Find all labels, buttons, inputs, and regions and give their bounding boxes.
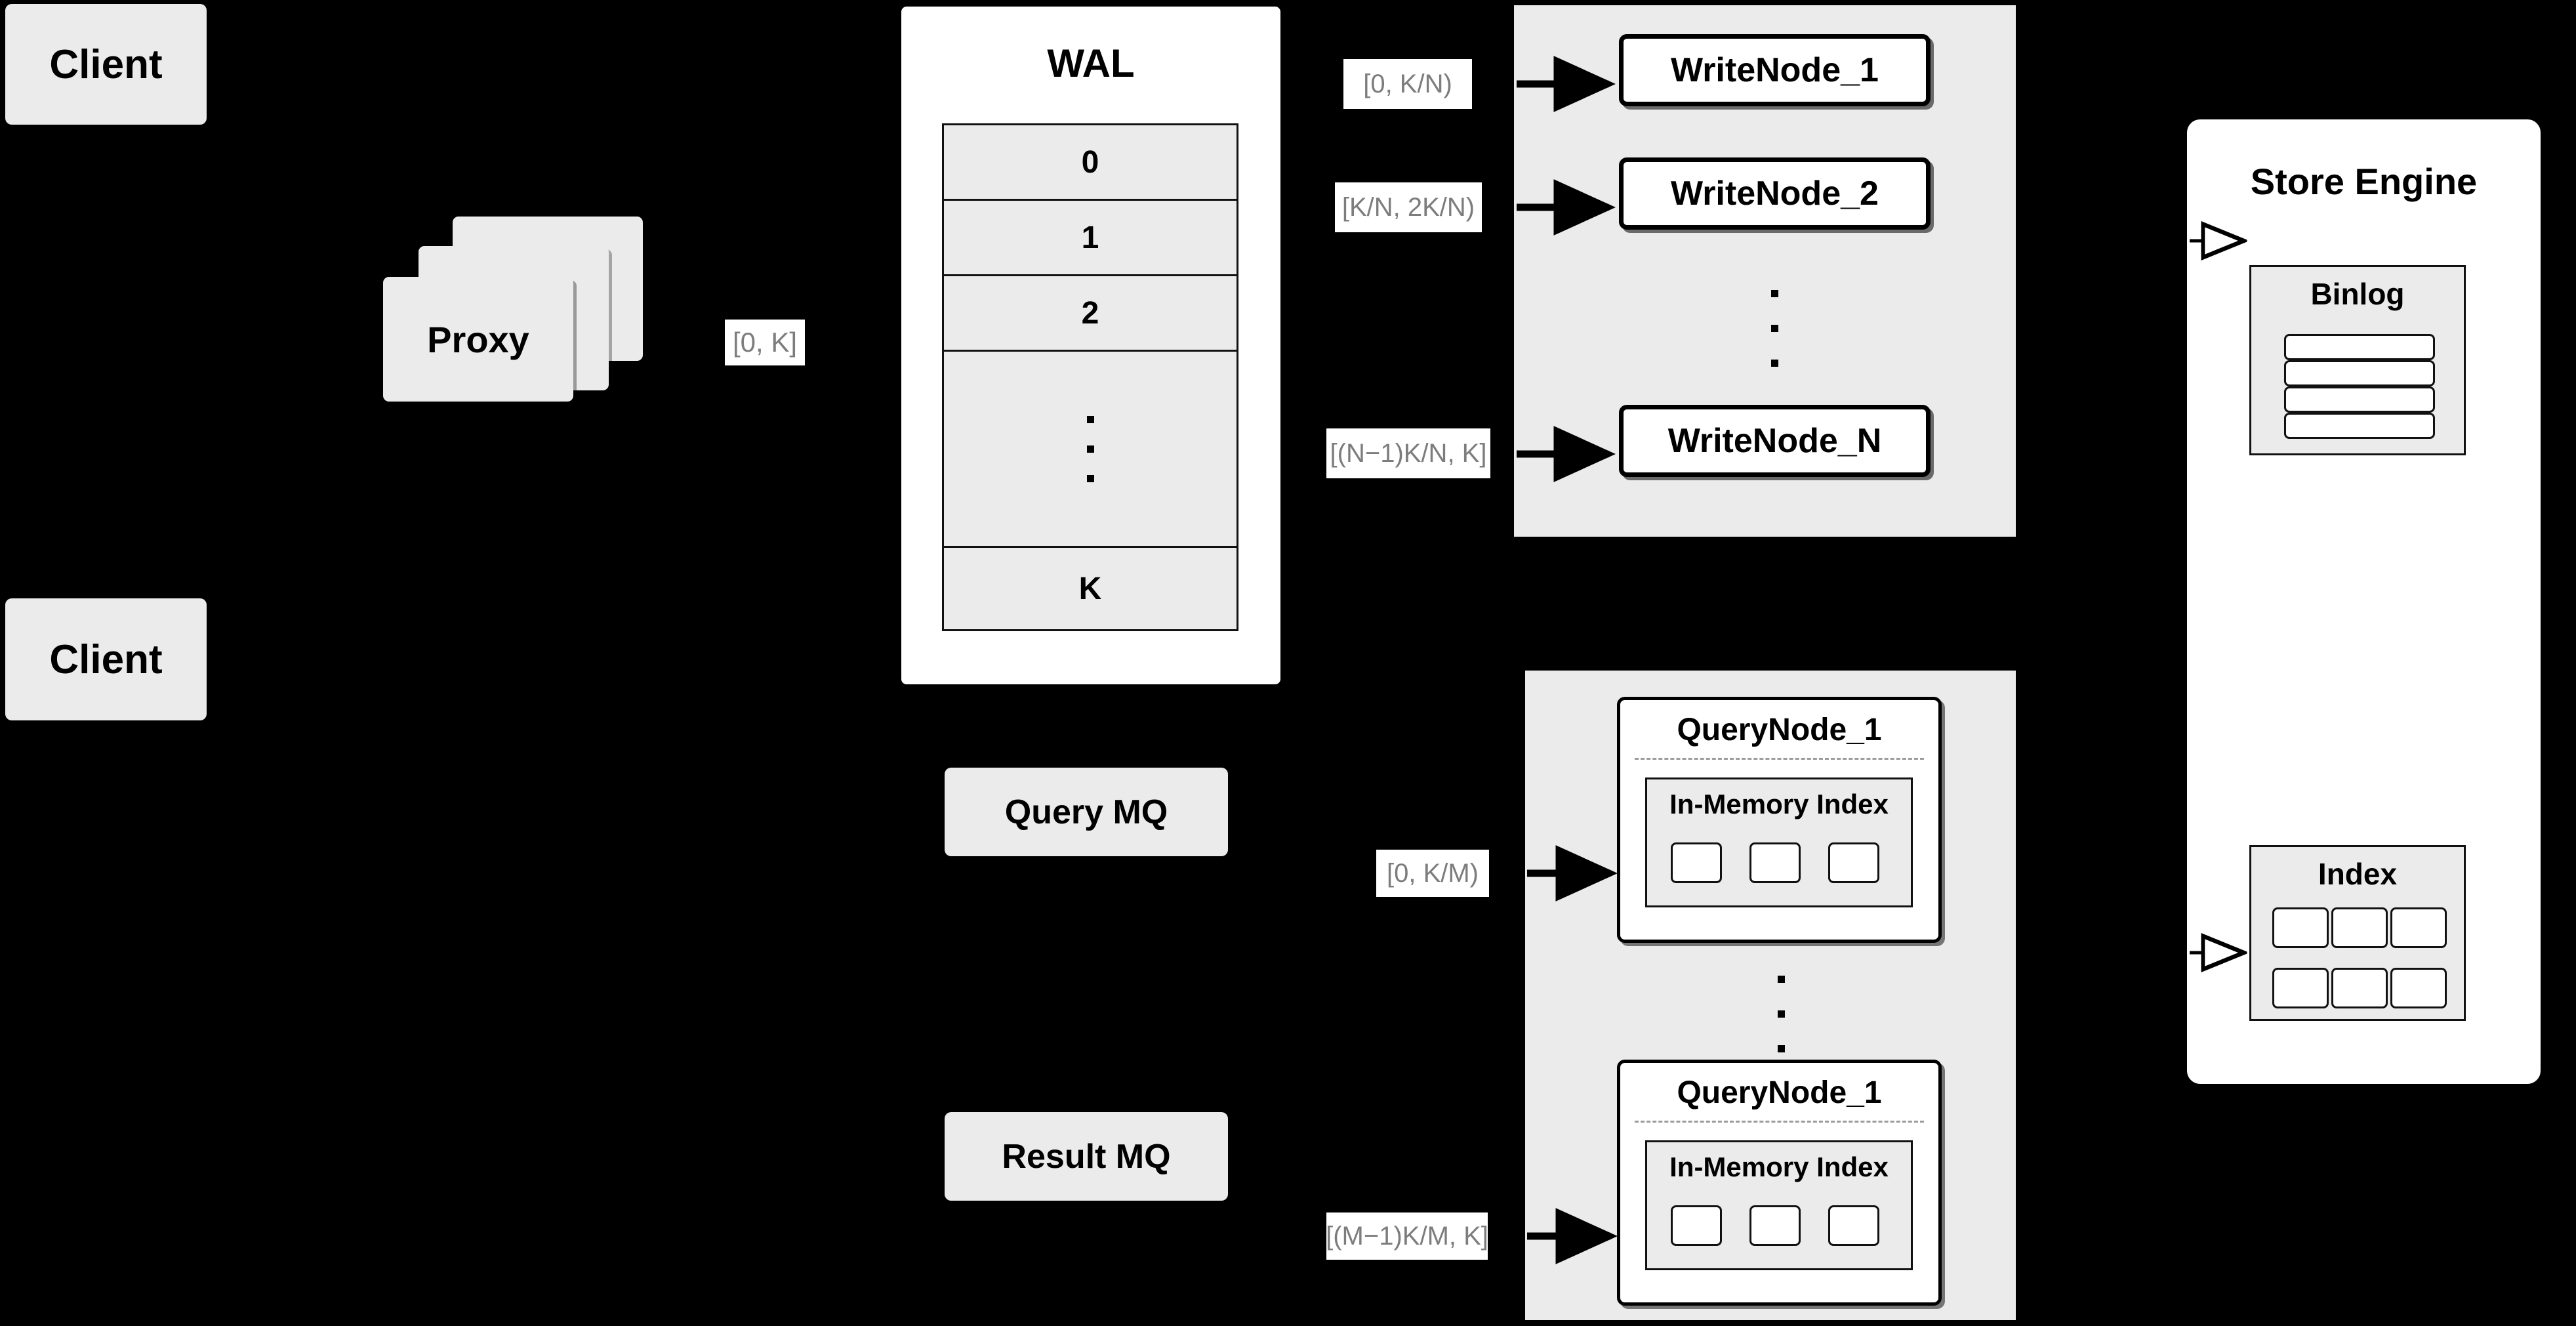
- wal-row-2[interactable]: 2: [944, 276, 1237, 352]
- in-memory-index-box: In-Memory Index: [1645, 777, 1913, 907]
- index-slot[interactable]: [2331, 968, 2388, 1008]
- wal-row-1[interactable]: 1: [944, 201, 1237, 276]
- query-node-label: QueryNode_1: [1677, 713, 1882, 747]
- write-range-label-n: [(N−1)K/N, K]: [1326, 428, 1490, 478]
- index-slot[interactable]: [1749, 842, 1801, 883]
- query-node-divider: [1635, 758, 1924, 760]
- client-box-2[interactable]: Client: [5, 598, 207, 720]
- in-memory-index-box: In-Memory Index: [1645, 1140, 1913, 1270]
- query-node-1[interactable]: QueryNode_1 In-Memory Index: [1617, 697, 1942, 943]
- wal-panel: WAL 0 1 2 K: [897, 3, 1284, 688]
- index-slot[interactable]: [1828, 842, 1879, 883]
- client-label: Client: [49, 636, 163, 682]
- write-node-label: WriteNode_1: [1671, 51, 1879, 89]
- wal-title: WAL: [1047, 41, 1135, 85]
- ellipsis-dot: [1086, 445, 1094, 453]
- index-slot[interactable]: [1671, 1205, 1722, 1246]
- query-mq-label: Query MQ: [1004, 793, 1168, 831]
- write-node-n[interactable]: WriteNode_N: [1619, 405, 1931, 477]
- query-node-m[interactable]: QueryNode_1 In-Memory Index: [1617, 1060, 1942, 1306]
- wal-row-k[interactable]: K: [944, 548, 1237, 629]
- query-node-divider: [1635, 1121, 1924, 1123]
- binlog-row[interactable]: [2284, 334, 2435, 360]
- proxy-range-label: [0, K]: [725, 320, 805, 365]
- query-node-label: QueryNode_1: [1677, 1075, 1882, 1110]
- ellipsis-dot: [1770, 359, 1778, 367]
- wal-row-0[interactable]: 0: [944, 125, 1237, 201]
- result-mq-box[interactable]: Result MQ: [945, 1112, 1228, 1201]
- proxy-card-front[interactable]: Proxy: [383, 277, 573, 402]
- proxy-label: Proxy: [427, 318, 529, 360]
- index-slot[interactable]: [2390, 907, 2447, 948]
- query-range-label-1: [0, K/M): [1376, 850, 1489, 897]
- wal-segment-table: 0 1 2 K: [942, 123, 1238, 631]
- store-engine-title: Store Engine: [2250, 161, 2478, 202]
- binlog-title: Binlog: [2310, 277, 2405, 311]
- write-node-label: WriteNode_N: [1667, 422, 1882, 460]
- ellipsis-dot: [1086, 474, 1094, 482]
- write-range-label-2: [K/N, 2K/N): [1335, 182, 1482, 232]
- ellipsis-dot: [1777, 1010, 1785, 1018]
- write-node-1[interactable]: WriteNode_1: [1619, 34, 1931, 106]
- proxy-stack[interactable]: Proxy: [380, 217, 669, 426]
- write-range-label-1: [0, K/N): [1343, 59, 1472, 109]
- result-mq-label: Result MQ: [1002, 1137, 1171, 1176]
- ellipsis-dot: [1777, 1045, 1785, 1052]
- index-slot[interactable]: [2331, 907, 2388, 948]
- index-box: Index: [2249, 845, 2466, 1021]
- binlog-row[interactable]: [2284, 386, 2435, 413]
- index-slot[interactable]: [1749, 1205, 1801, 1246]
- store-engine-panel: Store Engine Binlog Index: [2184, 117, 2543, 1087]
- ellipsis-dot: [1777, 975, 1785, 983]
- client-box-1[interactable]: Client: [5, 4, 207, 125]
- in-memory-index-title: In-Memory Index: [1669, 789, 1889, 819]
- query-mq-box[interactable]: Query MQ: [945, 768, 1228, 856]
- in-memory-index-title: In-Memory Index: [1669, 1151, 1889, 1182]
- write-cluster-ellipsis: [1758, 269, 1791, 387]
- client-label: Client: [49, 41, 163, 87]
- binlog-box: Binlog: [2249, 265, 2466, 455]
- ellipsis-dot: [1086, 415, 1094, 423]
- index-slot[interactable]: [2272, 907, 2329, 948]
- write-node-label: WriteNode_2: [1671, 175, 1879, 213]
- ellipsis-dot: [1770, 289, 1778, 297]
- index-slot[interactable]: [1671, 842, 1722, 883]
- index-slot[interactable]: [1828, 1205, 1879, 1246]
- query-cluster-ellipsis: [1765, 955, 1797, 1073]
- query-range-label-m: [(M−1)K/M, K]: [1326, 1212, 1488, 1260]
- index-slot[interactable]: [2272, 968, 2329, 1008]
- wal-row-ellipsis: [944, 352, 1237, 548]
- binlog-row[interactable]: [2284, 360, 2435, 386]
- binlog-row[interactable]: [2284, 413, 2435, 439]
- ellipsis-dot: [1770, 324, 1778, 332]
- index-title: Index: [2318, 857, 2398, 891]
- index-slot[interactable]: [2390, 968, 2447, 1008]
- write-node-2[interactable]: WriteNode_2: [1619, 157, 1931, 230]
